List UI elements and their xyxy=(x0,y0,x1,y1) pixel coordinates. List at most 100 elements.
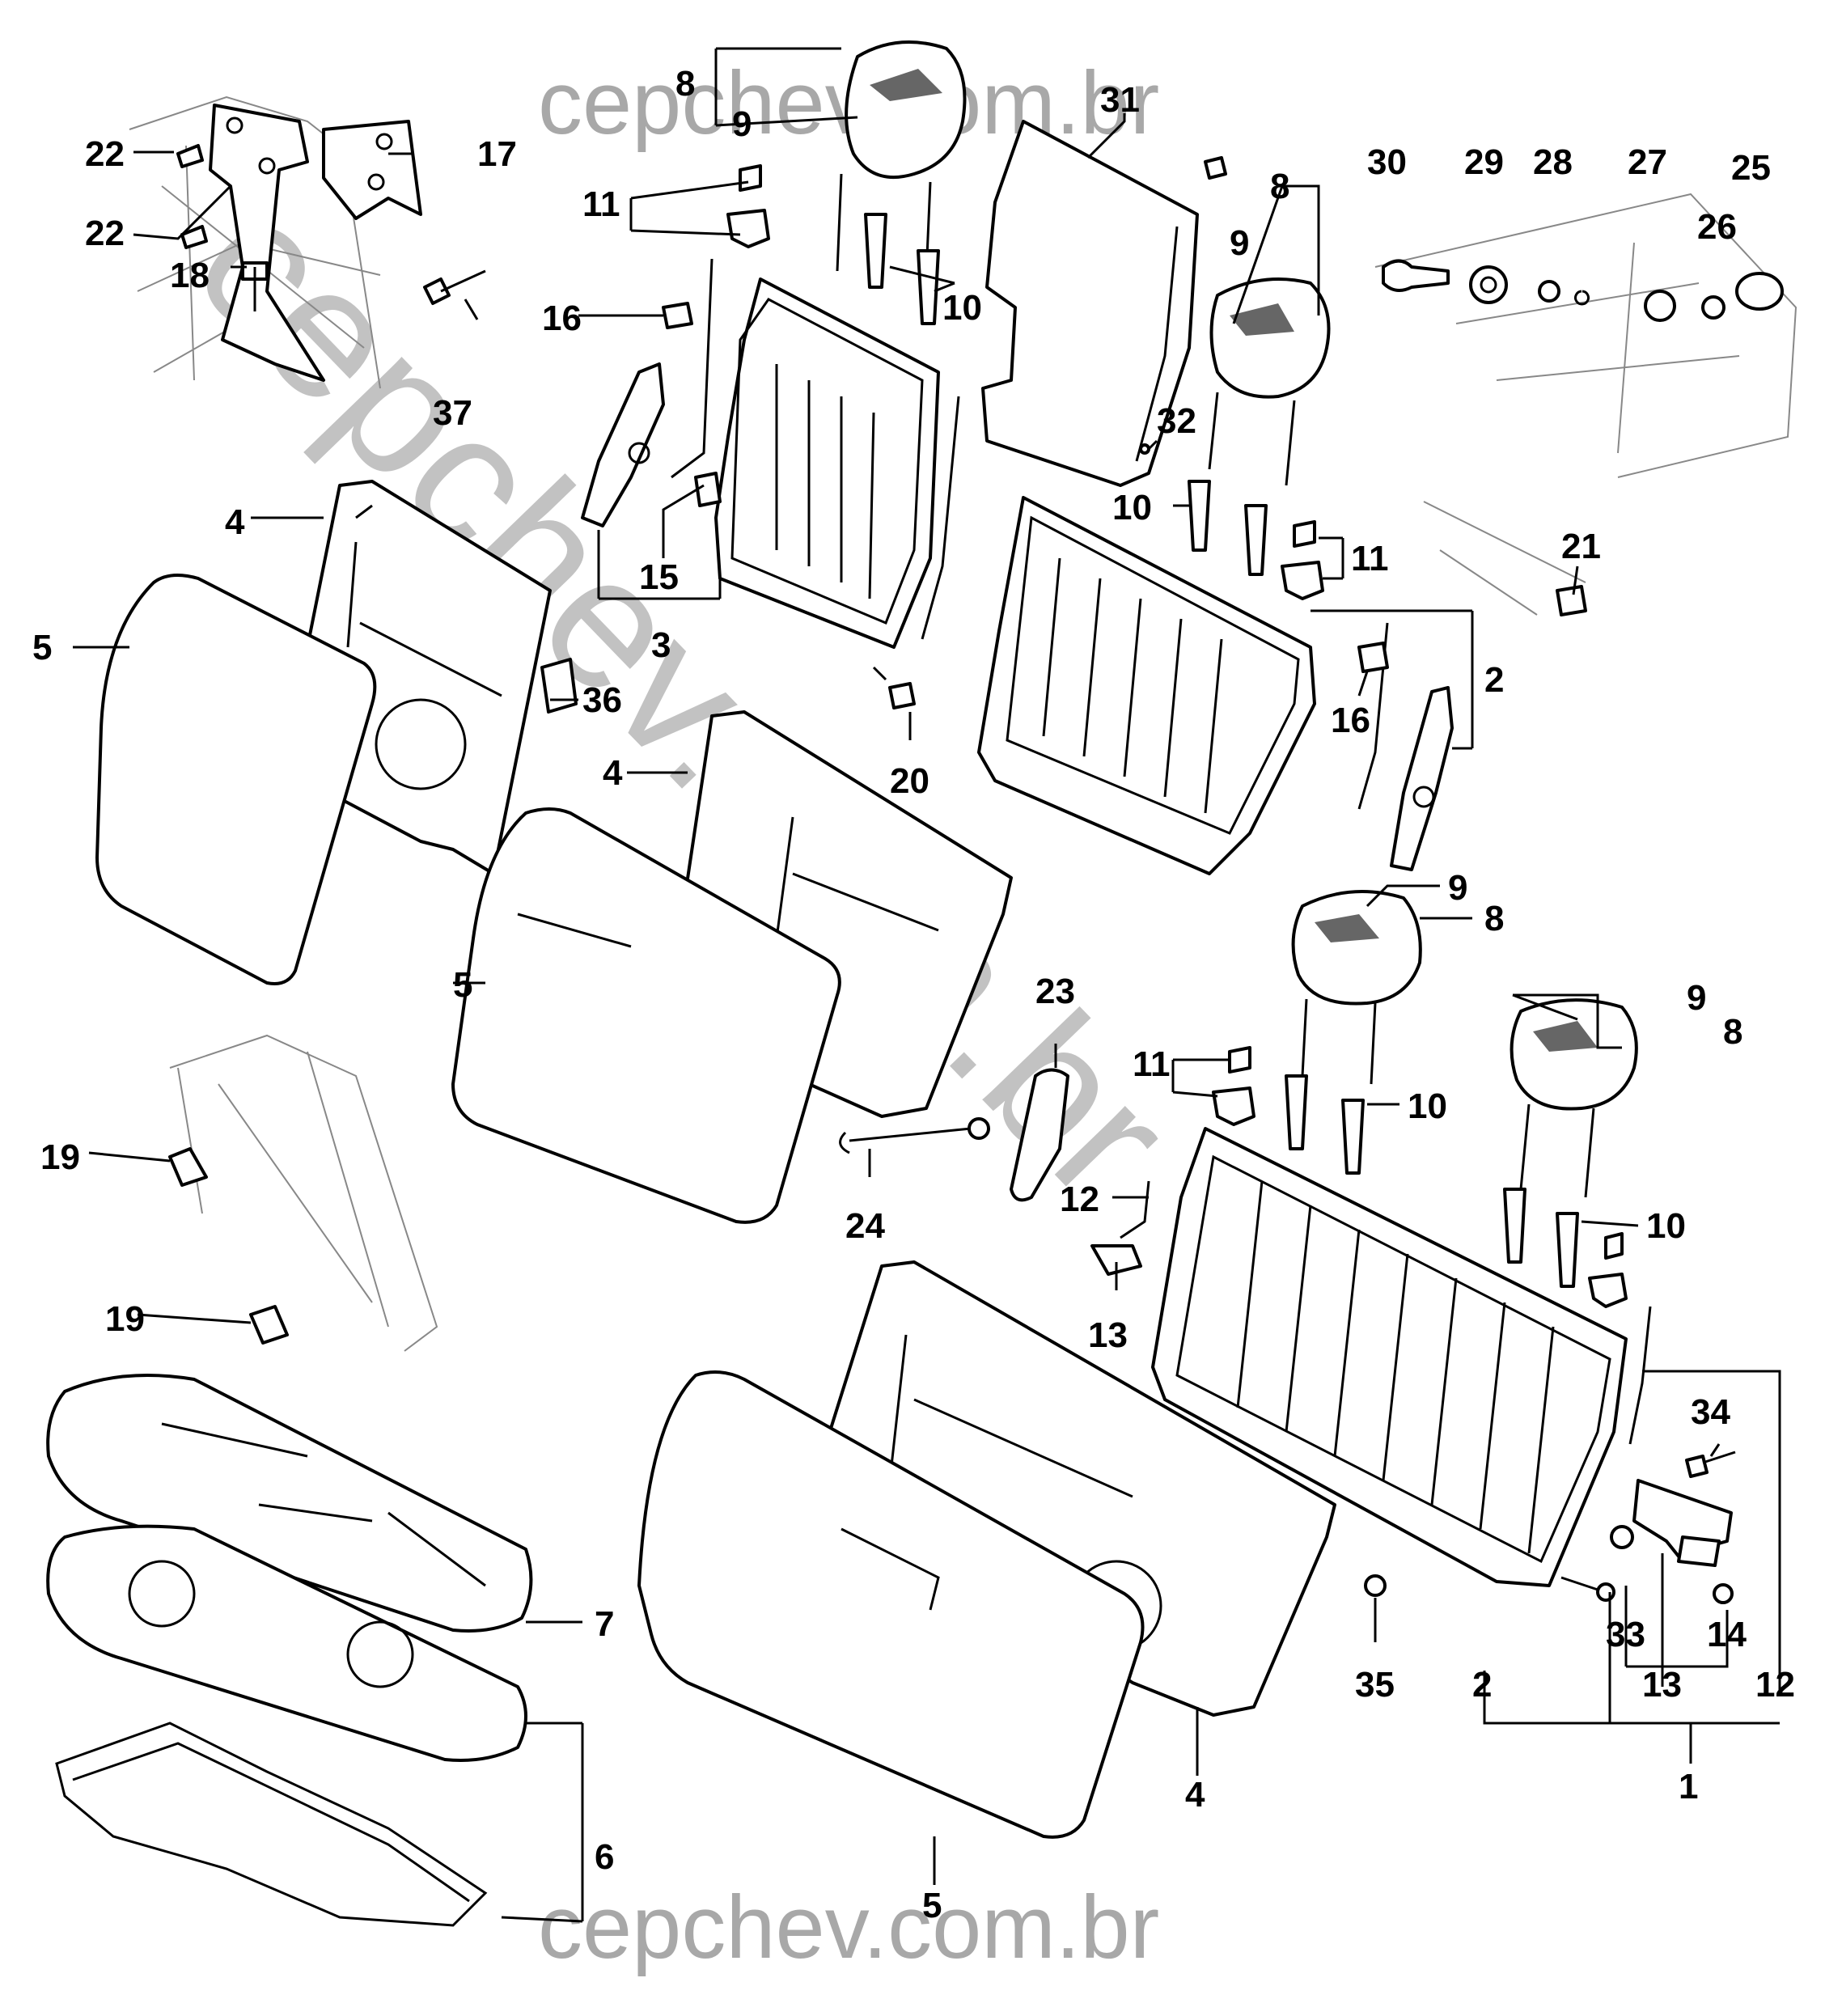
callout-26: 26 xyxy=(1697,207,1737,247)
callout-21: 21 xyxy=(1561,527,1601,566)
callout-22: 22 xyxy=(85,134,125,174)
callout-19: 19 xyxy=(105,1299,145,1339)
callout-8: 8 xyxy=(1723,1012,1742,1052)
bolt-20 xyxy=(872,666,916,709)
pin-24 xyxy=(839,1117,990,1154)
headrest-top xyxy=(836,40,967,276)
callout-14: 14 xyxy=(1707,1615,1747,1654)
callout-10: 10 xyxy=(1408,1086,1447,1126)
callout-13: 13 xyxy=(1088,1315,1128,1355)
callout-11: 11 xyxy=(582,184,620,224)
callout-23: 23 xyxy=(1035,972,1075,1011)
callout-32: 32 xyxy=(1157,401,1196,441)
clip-16-right xyxy=(1357,642,1389,673)
callout-8: 8 xyxy=(675,64,695,104)
callout-11: 11 xyxy=(1351,539,1389,578)
seatback-cover-5-middle xyxy=(451,807,841,1224)
callout-5: 5 xyxy=(453,965,472,1005)
clip-16-upper xyxy=(662,302,693,329)
callout-19: 19 xyxy=(40,1137,80,1177)
callout-28: 28 xyxy=(1533,142,1573,182)
callout-18: 18 xyxy=(170,256,210,295)
callout-20: 20 xyxy=(890,761,929,801)
callout-9: 9 xyxy=(1230,223,1249,263)
callout-24: 24 xyxy=(845,1206,885,1246)
hinge-hardware xyxy=(1374,193,1797,478)
hinge-13-right xyxy=(1632,1479,1733,1567)
callout-15: 15 xyxy=(639,557,679,597)
callout-1: 1 xyxy=(1679,1767,1698,1806)
headrest-right-lower xyxy=(1510,998,1638,1198)
callout-36: 36 xyxy=(582,680,622,720)
callout-16: 16 xyxy=(1331,701,1370,740)
watermark-bottom: cepchev.com.br xyxy=(538,1878,1159,1977)
back-panel-31 xyxy=(981,120,1199,487)
callout-33: 33 xyxy=(1606,1615,1645,1654)
pin-34 xyxy=(1685,1451,1736,1478)
callout-3: 3 xyxy=(651,625,671,665)
clip-11-right xyxy=(1281,520,1324,600)
seatback-cover-5-left xyxy=(95,574,377,985)
washer-35 xyxy=(1364,1574,1387,1597)
washer-33 xyxy=(1610,1525,1634,1549)
seat-cushion-7 xyxy=(46,1374,533,1633)
rod-12-right xyxy=(1628,1306,1652,1445)
clip-36 xyxy=(540,658,578,714)
callout-8: 8 xyxy=(1270,167,1289,206)
callout-27: 27 xyxy=(1628,142,1667,182)
bolt-22-upper xyxy=(176,144,204,168)
callout-5: 5 xyxy=(32,628,52,667)
callout-35: 35 xyxy=(1355,1665,1395,1705)
guide-10-right xyxy=(1188,480,1268,576)
guide-10-lower xyxy=(1285,1074,1579,1288)
rod-12-left xyxy=(1120,1180,1150,1239)
callout-numbers: 8 9 31 22 17 22 18 37 11 16 10 15 3 4 5 … xyxy=(32,64,1795,1925)
callout-9: 9 xyxy=(732,104,752,144)
seatback-frame-2-upper xyxy=(977,496,1316,875)
callout-4: 4 xyxy=(603,753,623,793)
washer-14 xyxy=(1713,1583,1734,1604)
headrest-right-upper xyxy=(1208,277,1331,486)
callout-7: 7 xyxy=(595,1604,614,1644)
headrest-right-middle xyxy=(1291,890,1422,1085)
screw-37 xyxy=(423,269,486,305)
callout-10: 10 xyxy=(1112,488,1152,527)
callout-13: 13 xyxy=(1642,1665,1682,1705)
bolt-22-lower xyxy=(180,225,208,249)
callout-12: 12 xyxy=(1755,1665,1795,1705)
clip-11-bottom xyxy=(1588,1232,1628,1308)
callout-4: 4 xyxy=(1185,1775,1205,1815)
seatback-cover-5-right xyxy=(637,1370,1145,1839)
callout-2: 2 xyxy=(1472,1665,1492,1705)
callout-10: 10 xyxy=(942,288,982,328)
callout-4: 4 xyxy=(225,502,245,542)
callout-11: 11 xyxy=(1133,1044,1171,1084)
guide-10-top xyxy=(864,213,940,325)
callout-9: 9 xyxy=(1448,868,1467,908)
seatback-frame-2-lower xyxy=(1151,1127,1628,1587)
callout-31: 31 xyxy=(1100,80,1140,120)
callout-29: 29 xyxy=(1464,142,1504,182)
callout-22: 22 xyxy=(85,214,125,253)
callout-37: 37 xyxy=(433,393,472,433)
bracket-19 xyxy=(168,1034,438,1352)
callout-34: 34 xyxy=(1691,1392,1730,1432)
latch-13-left xyxy=(1090,1244,1142,1276)
latch-lever-3 xyxy=(581,362,665,527)
callout-2: 2 xyxy=(1484,660,1504,700)
callout-8: 8 xyxy=(1484,899,1504,938)
callout-25: 25 xyxy=(1731,148,1771,188)
callout-6: 6 xyxy=(595,1837,614,1877)
strap-23 xyxy=(1010,1068,1069,1202)
pin-2-lower xyxy=(1560,1576,1615,1602)
leader-lines xyxy=(73,47,1781,1923)
callout-10: 10 xyxy=(1646,1206,1686,1246)
callout-30: 30 xyxy=(1367,142,1407,182)
callout-17: 17 xyxy=(477,134,517,174)
clip-15 xyxy=(694,472,722,507)
clip-11-lower xyxy=(1212,1046,1255,1126)
seat-bracket-17 xyxy=(129,95,422,389)
callout-12: 12 xyxy=(1060,1180,1099,1219)
callout-5: 5 xyxy=(922,1886,942,1925)
screw-top-31 xyxy=(1204,156,1227,180)
